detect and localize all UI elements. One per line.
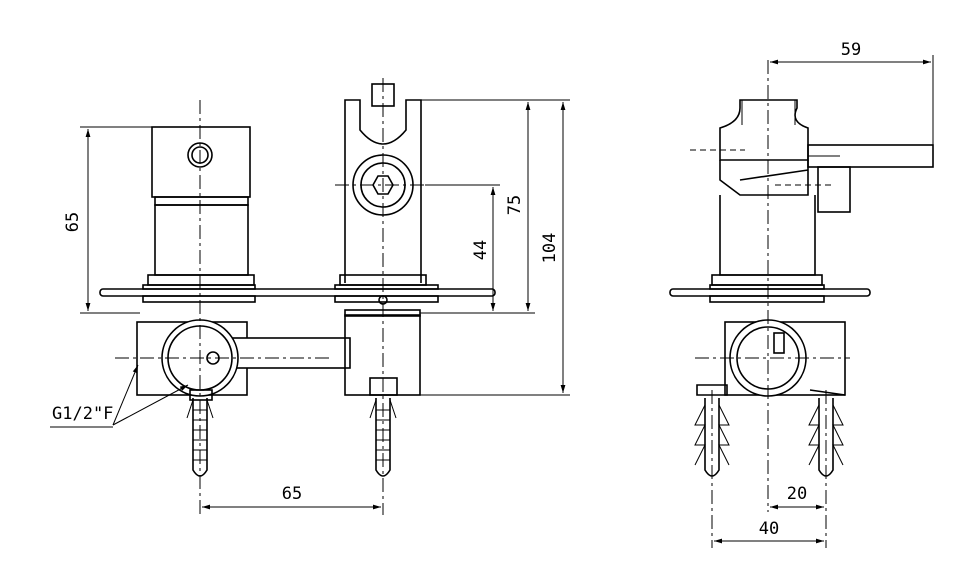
dimension-handle-height: 65 bbox=[63, 126, 152, 314]
thread-label: G1/2"F bbox=[52, 404, 113, 424]
side-view: 59 20 40 bbox=[669, 40, 934, 548]
dim-44-label: 44 bbox=[471, 240, 491, 260]
dim-40-label: 40 bbox=[759, 519, 779, 539]
dim-75-label: 75 bbox=[505, 195, 525, 215]
dimension-total-height: 104 bbox=[398, 102, 570, 396]
side-handle bbox=[711, 99, 934, 286]
handle-body bbox=[147, 196, 255, 286]
side-plate bbox=[669, 284, 871, 303]
dim-65-vertical-label: 65 bbox=[63, 212, 83, 232]
front-center-lines bbox=[115, 78, 430, 515]
front-view: 65 44 75 104 65 bbox=[50, 78, 570, 515]
cover-plate bbox=[99, 284, 496, 303]
dim-59-label: 59 bbox=[841, 40, 861, 60]
dimension-spacing: 65 bbox=[202, 484, 381, 510]
dim-65-horizontal-label: 65 bbox=[282, 484, 302, 504]
valve-body bbox=[136, 309, 421, 401]
thread-callout: G1/2"F bbox=[50, 364, 189, 428]
dim-20-label: 20 bbox=[787, 484, 807, 504]
dim-104-label: 104 bbox=[540, 233, 560, 264]
handle-cap bbox=[151, 126, 251, 198]
side-center-lines bbox=[690, 60, 850, 548]
dimension-half-width: 20 bbox=[770, 484, 824, 510]
dimension-holder-height: 75 bbox=[421, 99, 570, 314]
dimension-width: 40 bbox=[714, 519, 824, 544]
dimension-depth: 59 bbox=[770, 40, 934, 145]
dimension-outlet-height: 44 bbox=[420, 184, 500, 314]
